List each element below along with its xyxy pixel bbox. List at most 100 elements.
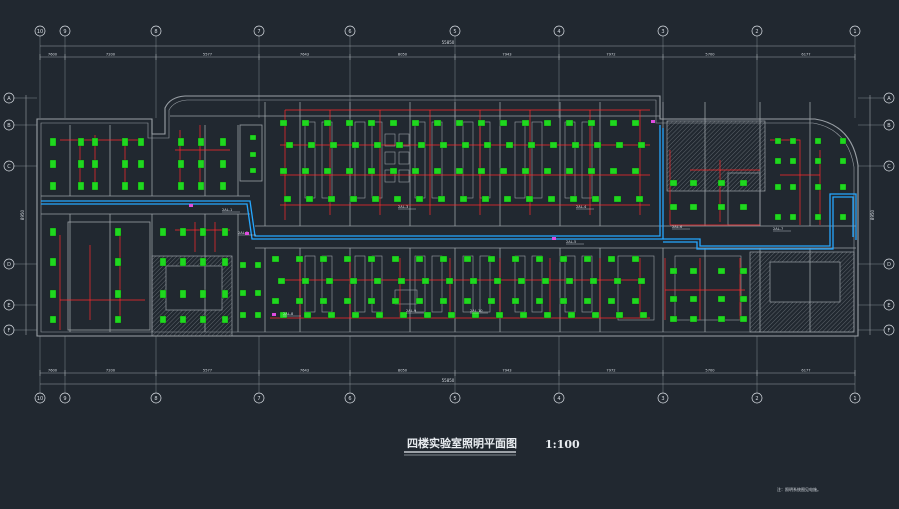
light-fixture-icon — [271, 297, 280, 305]
light-fixture-icon — [459, 195, 468, 203]
light-fixture-icon — [543, 119, 552, 127]
light-fixture-icon — [717, 179, 726, 187]
light-fixture-icon — [814, 183, 822, 191]
light-fixture-icon — [415, 297, 424, 305]
light-fixture-icon — [199, 315, 207, 324]
svg-text:1: 1 — [853, 29, 856, 35]
dimension-segment-label: 7200 — [106, 369, 116, 373]
light-fixture-icon — [389, 167, 398, 175]
light-fixture-icon — [77, 181, 85, 191]
light-fixture-icon — [343, 297, 352, 305]
circuit-tag-label: 2AL-3 — [398, 205, 408, 209]
light-fixture-icon — [739, 315, 748, 323]
light-fixture-icon — [463, 255, 472, 263]
dimension-segment-label: 7643 — [300, 53, 309, 57]
light-fixture-icon — [219, 181, 227, 191]
light-fixture-icon — [739, 179, 748, 187]
light-fixture-icon — [319, 297, 328, 305]
svg-text:E: E — [887, 303, 890, 309]
light-fixture-icon — [345, 119, 354, 127]
light-fixture-icon — [121, 159, 129, 169]
light-fixture-icon — [349, 195, 358, 203]
svg-text:3: 3 — [661, 396, 664, 402]
light-fixture-icon — [543, 311, 552, 319]
light-fixture-icon — [689, 315, 698, 323]
light-fixture-icon — [569, 195, 578, 203]
light-fixture-icon — [254, 311, 262, 319]
light-fixture-icon — [159, 289, 167, 299]
row-axis-bubble: F — [883, 324, 895, 336]
light-fixture-icon — [477, 167, 486, 175]
stair-and-core-blocks — [151, 120, 855, 337]
light-fixture-icon — [137, 137, 145, 147]
light-fixture-icon — [587, 119, 596, 127]
light-fixture-icon — [487, 297, 496, 305]
light-fixture-icon — [591, 311, 600, 319]
light-fixture-icon — [637, 141, 646, 149]
column-axis-bubble: 1 — [849, 25, 861, 37]
light-fixture-icon — [49, 227, 57, 237]
light-fixture-icon — [455, 119, 464, 127]
light-fixture-icon — [635, 195, 644, 203]
row-axis-bubble: E — [883, 299, 895, 311]
light-fixture-icon — [631, 255, 640, 263]
drawing-title: 四楼实验室照明平面图 — [407, 436, 517, 450]
svg-text:A: A — [887, 96, 891, 102]
row-axis-bubble: B — [883, 119, 895, 131]
light-fixture-icon — [525, 195, 534, 203]
circuit-tag-label: 2AL-4 — [576, 205, 587, 209]
light-fixture-icon — [179, 289, 187, 299]
dimension-segment-label: 5700 — [705, 53, 715, 57]
row-axis-bubble: F — [3, 324, 15, 336]
light-fixture-icon — [279, 119, 288, 127]
light-fixture-icon — [589, 277, 598, 285]
light-fixture-icon — [399, 311, 408, 319]
column-axis-bubble: 7 — [253, 392, 265, 404]
light-fixture-icon — [295, 255, 304, 263]
light-fixture-icon — [323, 119, 332, 127]
light-fixture-icon — [483, 141, 492, 149]
light-fixture-icon — [179, 257, 187, 267]
svg-text:6: 6 — [348, 396, 351, 402]
light-fixture-icon — [615, 141, 624, 149]
row-axis-bubble: D — [3, 258, 15, 270]
light-fixture-icon — [307, 141, 316, 149]
light-fixture-icon — [689, 267, 698, 275]
light-fixture-icon — [219, 159, 227, 169]
light-fixture-icon — [219, 137, 227, 147]
light-fixture-icon — [137, 159, 145, 169]
light-fixture-icon — [199, 257, 207, 267]
column-axis-bubble: 4 — [553, 25, 565, 37]
light-fixture-icon — [613, 277, 622, 285]
light-fixture-icon — [49, 289, 57, 299]
light-fixture-icon — [547, 195, 556, 203]
light-fixture-icon — [303, 311, 312, 319]
dimension-segment-label: 6177 — [801, 369, 810, 373]
column-axis-bubble: 10 — [34, 392, 46, 404]
column-axis-bubble: 6 — [344, 392, 356, 404]
light-fixture-icon — [593, 141, 602, 149]
light-fixture-icon — [371, 195, 380, 203]
light-fixture-icon — [367, 297, 376, 305]
dimension-right-vertical: 8950 — [870, 209, 875, 220]
svg-text:9: 9 — [63, 29, 66, 35]
light-fixture-icon — [463, 297, 472, 305]
light-fixture-icon — [609, 167, 618, 175]
light-fixture-icon — [439, 141, 448, 149]
light-fixture-icon — [121, 181, 129, 191]
svg-text:E: E — [7, 303, 10, 309]
light-fixture-icon — [249, 134, 257, 141]
light-fixture-icon — [717, 295, 726, 303]
column-axis-bubble: 7 — [253, 25, 265, 37]
light-fixture-icon — [49, 137, 57, 147]
circuit-tag-label: 2AL-1 — [222, 208, 232, 212]
light-fixture-icon — [447, 311, 456, 319]
light-fixture-icon — [689, 295, 698, 303]
svg-text:B: B — [7, 123, 11, 129]
dimension-top-total: 55850 — [442, 40, 455, 45]
lighting-fixtures — [49, 119, 847, 324]
light-fixture-icon — [535, 255, 544, 263]
